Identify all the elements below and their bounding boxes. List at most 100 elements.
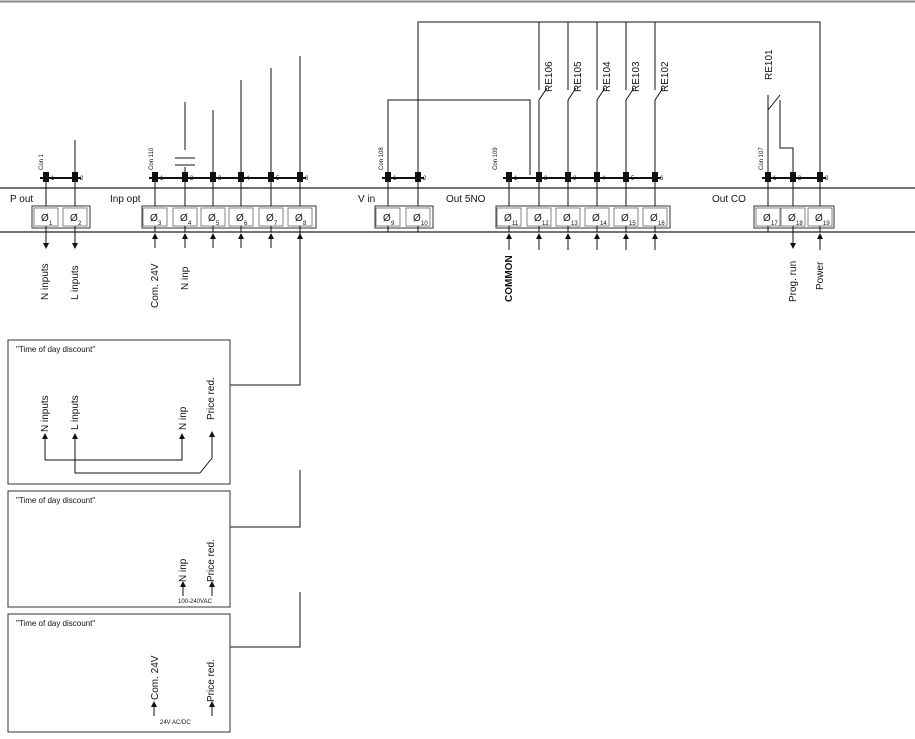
connector-label-con1: Con 1	[39, 153, 45, 170]
discount-box-1-n-inp: N inp	[178, 406, 189, 430]
connector-pin	[652, 172, 658, 182]
discount-box-3-price-red: Price red.	[206, 659, 217, 702]
connector-pin	[536, 172, 542, 182]
terminal-screw-icon: Ø	[763, 213, 771, 224]
label-power: Power	[815, 261, 826, 290]
pin-number: 1	[160, 176, 164, 182]
discount-box-1-l-inputs: L inputs	[70, 395, 81, 430]
group-label-p-out: P out	[10, 194, 33, 205]
terminal-number: 7	[274, 221, 278, 227]
connector-pin	[594, 172, 600, 182]
label-l-inputs: L inputs	[70, 265, 81, 300]
connector-label-con108: Con 108	[379, 147, 385, 170]
terminal-screw-icon: Ø	[180, 213, 188, 224]
terminal-screw-icon: Ø	[70, 213, 78, 224]
pin-number: 3	[825, 176, 829, 182]
pin-number: 2	[80, 176, 84, 182]
relay-switch-re106	[538, 87, 548, 101]
terminal-number: 10	[421, 221, 428, 227]
wire-v-in-2	[417, 21, 800, 188]
terminal-number: 2	[78, 221, 82, 227]
terminal-screw-icon: Ø	[650, 213, 658, 224]
terminal-screw-icon: Ø	[788, 213, 796, 224]
pin-number: 3	[573, 176, 577, 182]
terminal-number: 13	[571, 221, 578, 227]
pin-number: 4	[602, 176, 606, 182]
relay-switch-re103	[625, 87, 635, 101]
relay-label-re106: RE106	[544, 61, 555, 92]
terminal-screw-icon: Ø	[815, 213, 823, 224]
discount-box-1-l-link	[74, 436, 200, 474]
relay-label-re102: RE102	[660, 61, 671, 92]
connector-label-con107: Con 107	[759, 147, 765, 170]
terminal-screw-icon: Ø	[208, 213, 216, 224]
connector-pin	[43, 172, 49, 182]
connector-pin	[565, 172, 571, 182]
terminal-number: 19	[823, 221, 830, 227]
pin-number: 6	[660, 176, 664, 182]
discount-box-3-title: "Time of day discount"	[16, 619, 95, 628]
discount-box-2-n-inp: N inp	[178, 558, 189, 582]
terminal-screw-icon: Ø	[236, 213, 244, 224]
terminal-number: 16	[658, 221, 665, 227]
connector-pin	[623, 172, 629, 182]
terminal-number: 3	[158, 221, 162, 227]
pin-number: 2	[423, 176, 427, 182]
wire-v-in-1	[387, 99, 531, 188]
wire-co-2	[779, 100, 794, 178]
relay-label-re101: RE101	[764, 49, 775, 80]
terminal-number: 1	[49, 221, 53, 227]
group-label-out-5no: Out 5NO	[446, 194, 486, 205]
relay-label-re103: RE103	[631, 61, 642, 92]
terminal-number: 6	[244, 221, 248, 227]
relay-label-re104: RE104	[602, 61, 613, 92]
connector-label-con109: Con 109	[493, 147, 499, 170]
pin-number: 5	[276, 176, 280, 182]
discount-box-3	[7, 613, 231, 733]
pin-number: 5	[631, 176, 635, 182]
terminal-screw-icon: Ø	[41, 213, 49, 224]
terminal-screw-icon: Ø	[295, 213, 303, 224]
re101-contact	[767, 94, 781, 111]
discount-box-2-note: 100-240VAC	[178, 599, 213, 605]
pin-number: 2	[798, 176, 802, 182]
discount-box-2	[7, 490, 231, 608]
discount-box-1-n-link	[45, 433, 185, 461]
terminal-number: 5	[216, 221, 220, 227]
discount-box-1-title: "Time of day discount"	[16, 345, 95, 354]
terminal-number: 4	[188, 221, 192, 227]
terminal-number: 18	[796, 221, 803, 227]
pin-number: 3	[218, 176, 222, 182]
discount-box-2-title: "Time of day discount"	[16, 496, 95, 505]
terminal-number: 8	[303, 221, 307, 227]
relay-contacts	[538, 22, 664, 172]
terminal-number: 17	[771, 221, 778, 227]
terminal-screw-icon: Ø	[413, 213, 421, 224]
label-common: COMMON	[504, 255, 515, 302]
discount-box-3-note: 24V AC/DC	[160, 720, 191, 726]
connector-label-con110: Con 110	[149, 147, 155, 170]
discount-box-1-price-red: Price red.	[206, 377, 217, 420]
label-n-inp: N inp	[180, 266, 191, 290]
discount-box-3-com-24v: Com. 24V	[150, 655, 161, 700]
group-label-out-co: Out CO	[712, 194, 746, 205]
discount-box-1-n-inputs: N inputs	[40, 395, 51, 432]
terminal-screw-icon: Ø	[621, 213, 629, 224]
label-com-24v: Com. 24V	[150, 263, 161, 308]
terminal-screw-icon: Ø	[150, 213, 158, 224]
terminal-number: 15	[629, 221, 636, 227]
pin-number: 1	[393, 176, 397, 182]
connector-pin	[152, 172, 158, 182]
relay-switch-re102	[654, 87, 664, 101]
pin-number: 6	[305, 176, 309, 182]
terminal-screw-icon: Ø	[383, 213, 391, 224]
terminal-screw-icon: Ø	[504, 213, 512, 224]
label-prog-run: Prog. run	[788, 261, 799, 302]
pin-number: 2	[190, 176, 194, 182]
terminal-number: 11	[512, 221, 519, 227]
pin-number: 1	[51, 176, 55, 182]
group-label-v-in: V in	[358, 194, 375, 205]
